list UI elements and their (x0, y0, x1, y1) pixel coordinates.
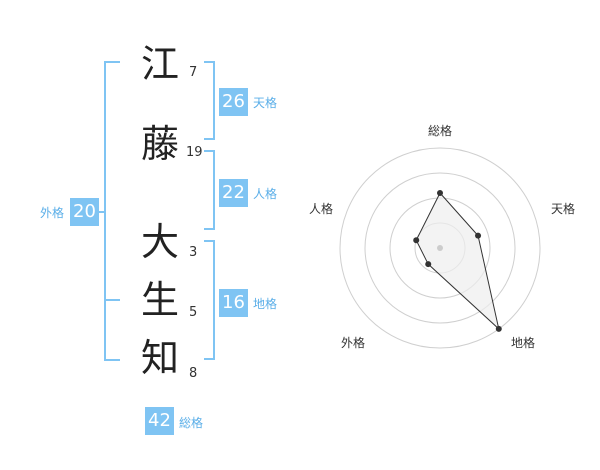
name-char-4: 生 (140, 278, 179, 322)
radar-point-3 (425, 261, 432, 268)
jinkaku-label: 人格 (253, 187, 278, 201)
radar-point-4 (413, 237, 420, 244)
tenkaku-bracket-top (204, 61, 215, 63)
chikaku-bracket-vertical (213, 240, 215, 360)
gaikaku-connector (96, 211, 106, 213)
gaikaku-value: 20 (70, 198, 99, 226)
radar-ring (364, 172, 516, 324)
stroke-count-3: 3 (189, 245, 198, 260)
radar-axis-label-tenkaku: 天格 (551, 202, 576, 216)
radar-point-0 (437, 190, 443, 196)
soukaku-value: 42 (145, 407, 174, 435)
radar-point-2 (495, 325, 502, 332)
radar-area (415, 192, 500, 331)
chikaku-bracket-bottom (204, 358, 215, 360)
stroke-count-5: 8 (189, 366, 198, 381)
tenkaku-label: 天格 (253, 96, 278, 110)
radar-point-1 (475, 232, 482, 239)
radar-axis-label-gaikaku: 外格 (341, 336, 366, 350)
jinkaku-bracket-vertical (213, 150, 215, 230)
chikaku-label: 地格 (253, 297, 278, 311)
chikaku-bracket-top (204, 240, 215, 242)
outer-bracket-mid (104, 299, 120, 301)
radar-ring (339, 147, 541, 349)
name-char-2: 藤 (140, 122, 179, 166)
jinkaku-bracket-bottom (204, 228, 215, 230)
name-char-3: 大 (140, 220, 179, 264)
stroke-count-1: 7 (189, 65, 198, 80)
stroke-count-4: 5 (189, 305, 198, 320)
gaikaku-label: 外格 (40, 206, 65, 220)
tenkaku-value: 26 (219, 88, 248, 116)
outer-bracket-top (104, 61, 120, 63)
radar-axis-label-jinkaku: 人格 (309, 202, 334, 216)
chikaku-value: 16 (219, 289, 248, 317)
radar-axis-label-soukaku: 総格 (428, 124, 453, 138)
tenkaku-bracket-vertical (213, 61, 215, 140)
tenkaku-bracket-bottom (204, 138, 215, 140)
name-char-1: 江 (140, 42, 179, 86)
soukaku-label: 総格 (179, 416, 204, 430)
radar-axis-label-chikaku: 地格 (511, 336, 536, 350)
stroke-count-2: 19 (186, 145, 203, 160)
jinkaku-bracket-top (204, 150, 215, 152)
jinkaku-value: 22 (219, 179, 248, 207)
outer-bracket-bottom (104, 359, 120, 361)
radar-center-dot (437, 245, 443, 251)
name-char-5: 知 (140, 336, 179, 380)
